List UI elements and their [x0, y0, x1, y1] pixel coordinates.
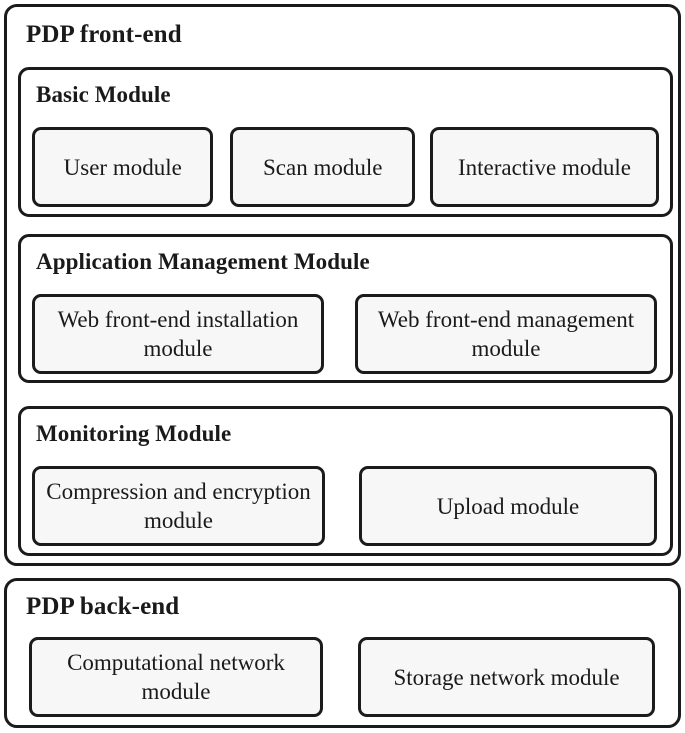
- tier-pdp-back-end: PDP back-end Computational network modul…: [4, 578, 681, 728]
- module-box-compression-and-encryption: Compression and encryption module: [32, 466, 325, 546]
- module-box-storage-network: Storage network module: [358, 637, 655, 717]
- tier-pdp-front-end: PDP front-end Basic Module User module S…: [4, 4, 681, 566]
- module-group-application-management: Application Management Module Web front-…: [18, 234, 673, 383]
- module-box-web-front-end-installation: Web front-end installation module: [32, 294, 324, 374]
- module-group-monitoring: Monitoring Module Compression and encryp…: [18, 406, 673, 556]
- group-title-basic: Basic Module: [36, 82, 171, 107]
- module-box-upload: Upload module: [359, 466, 657, 546]
- group-title-application-management: Application Management Module: [36, 249, 370, 274]
- group-title-monitoring: Monitoring Module: [36, 421, 232, 446]
- module-row-basic: User module Scan module Interactive modu…: [32, 127, 659, 207]
- module-box-computational-network: Computational network module: [29, 637, 323, 717]
- tier-title-pdp-front-end: PDP front-end: [26, 21, 182, 48]
- module-row-application-management: Web front-end installation module Web fr…: [32, 294, 659, 374]
- module-box-scan: Scan module: [230, 127, 415, 207]
- module-box-interactive: Interactive module: [429, 127, 659, 207]
- tier-title-pdp-back-end: PDP back-end: [26, 593, 180, 620]
- module-box-user: User module: [32, 127, 214, 207]
- module-box-web-front-end-management: Web front-end management module: [355, 294, 657, 374]
- module-group-basic: Basic Module User module Scan module Int…: [18, 67, 673, 217]
- module-row-monitoring: Compression and encryption module Upload…: [32, 466, 659, 546]
- module-row-pdp-back-end: Computational network module Storage net…: [29, 637, 656, 717]
